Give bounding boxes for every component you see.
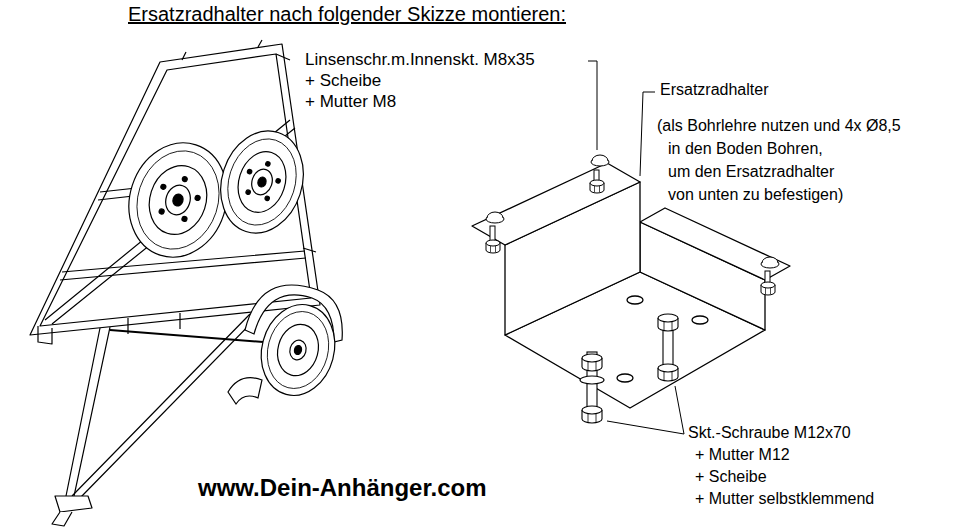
wheel-bolt — [275, 178, 281, 184]
leader-line — [588, 61, 684, 434]
part-spec: Skt.-Schraube M12x70 — [688, 424, 851, 442]
wheel-bolt — [247, 169, 253, 175]
leader-line — [640, 92, 655, 176]
tire — [208, 120, 316, 244]
note: um den Ersatzradhalter — [668, 163, 834, 181]
wheel-bolt — [158, 208, 164, 214]
wheel-bolt — [181, 216, 187, 222]
tire-line — [259, 305, 337, 396]
leader-line — [675, 386, 684, 434]
part-spec: + Mutter selbstklemmend — [695, 490, 874, 508]
hub-cap — [171, 193, 184, 208]
wheel-bolt — [182, 176, 188, 182]
nut-m12 — [582, 354, 602, 371]
tire-line — [217, 130, 307, 234]
tire-line — [125, 140, 232, 260]
drawbar — [66, 327, 110, 496]
hole — [627, 296, 643, 304]
wheel-bolt — [194, 195, 200, 201]
note: von unten zu befestigen) — [668, 186, 843, 204]
hub-cap — [257, 176, 268, 188]
nut-self-locking — [582, 406, 602, 423]
lens-head — [486, 212, 504, 223]
road-wheel — [228, 285, 345, 404]
nut-m8 — [590, 180, 604, 193]
part-spec: Linsenschr.m.Innenskt. M8x35 — [305, 50, 535, 70]
coupling-head — [52, 512, 72, 526]
wheel-bolt — [245, 189, 251, 195]
hole — [617, 374, 633, 382]
washer — [580, 376, 604, 384]
hub — [248, 167, 275, 198]
bracket-flange — [640, 208, 790, 280]
hex-head — [658, 314, 678, 331]
page-title: Ersatzradhalter nach folgender Skizze mo… — [128, 3, 566, 26]
rim — [272, 320, 324, 381]
hub — [288, 338, 309, 361]
hub — [162, 182, 194, 218]
watermark: www.Dein-Anhänger.com — [198, 474, 486, 502]
tire — [251, 296, 344, 404]
fender-rear — [228, 378, 262, 404]
hub-cap — [293, 345, 302, 356]
part-spec: + Scheibe — [305, 71, 381, 91]
frame-detail — [38, 313, 180, 344]
hole — [692, 316, 708, 324]
part-spec: + Scheibe — [695, 468, 767, 486]
part-spec: + Mutter M8 — [305, 92, 396, 112]
bolt-shaft — [765, 271, 770, 283]
wheel-bolt — [160, 184, 166, 190]
part-name: Ersatzradhalter — [660, 81, 769, 99]
bracket-flange — [472, 163, 640, 245]
lens-head — [591, 155, 609, 166]
m12-bolt — [580, 314, 678, 423]
nut-self-locking — [658, 364, 678, 381]
coupling — [55, 496, 92, 512]
rim — [231, 145, 294, 218]
leader-line — [607, 421, 684, 434]
lens-head — [761, 257, 779, 268]
part-spec: + Mutter M12 — [695, 446, 790, 464]
wheel-bolt — [264, 196, 270, 202]
trailer-bed-inner — [40, 54, 311, 326]
nut-m8 — [486, 240, 500, 253]
note: (als Bohrlehre nutzen und 4x Ø8,5 — [657, 117, 901, 135]
rim — [141, 158, 216, 242]
wheel-bolt — [265, 161, 271, 167]
trailer-frame — [30, 40, 320, 526]
spare-wheel — [114, 120, 316, 270]
leader-line — [588, 61, 597, 150]
nut-m8 — [761, 282, 775, 295]
note: in den Boden Bohren, — [668, 140, 823, 158]
